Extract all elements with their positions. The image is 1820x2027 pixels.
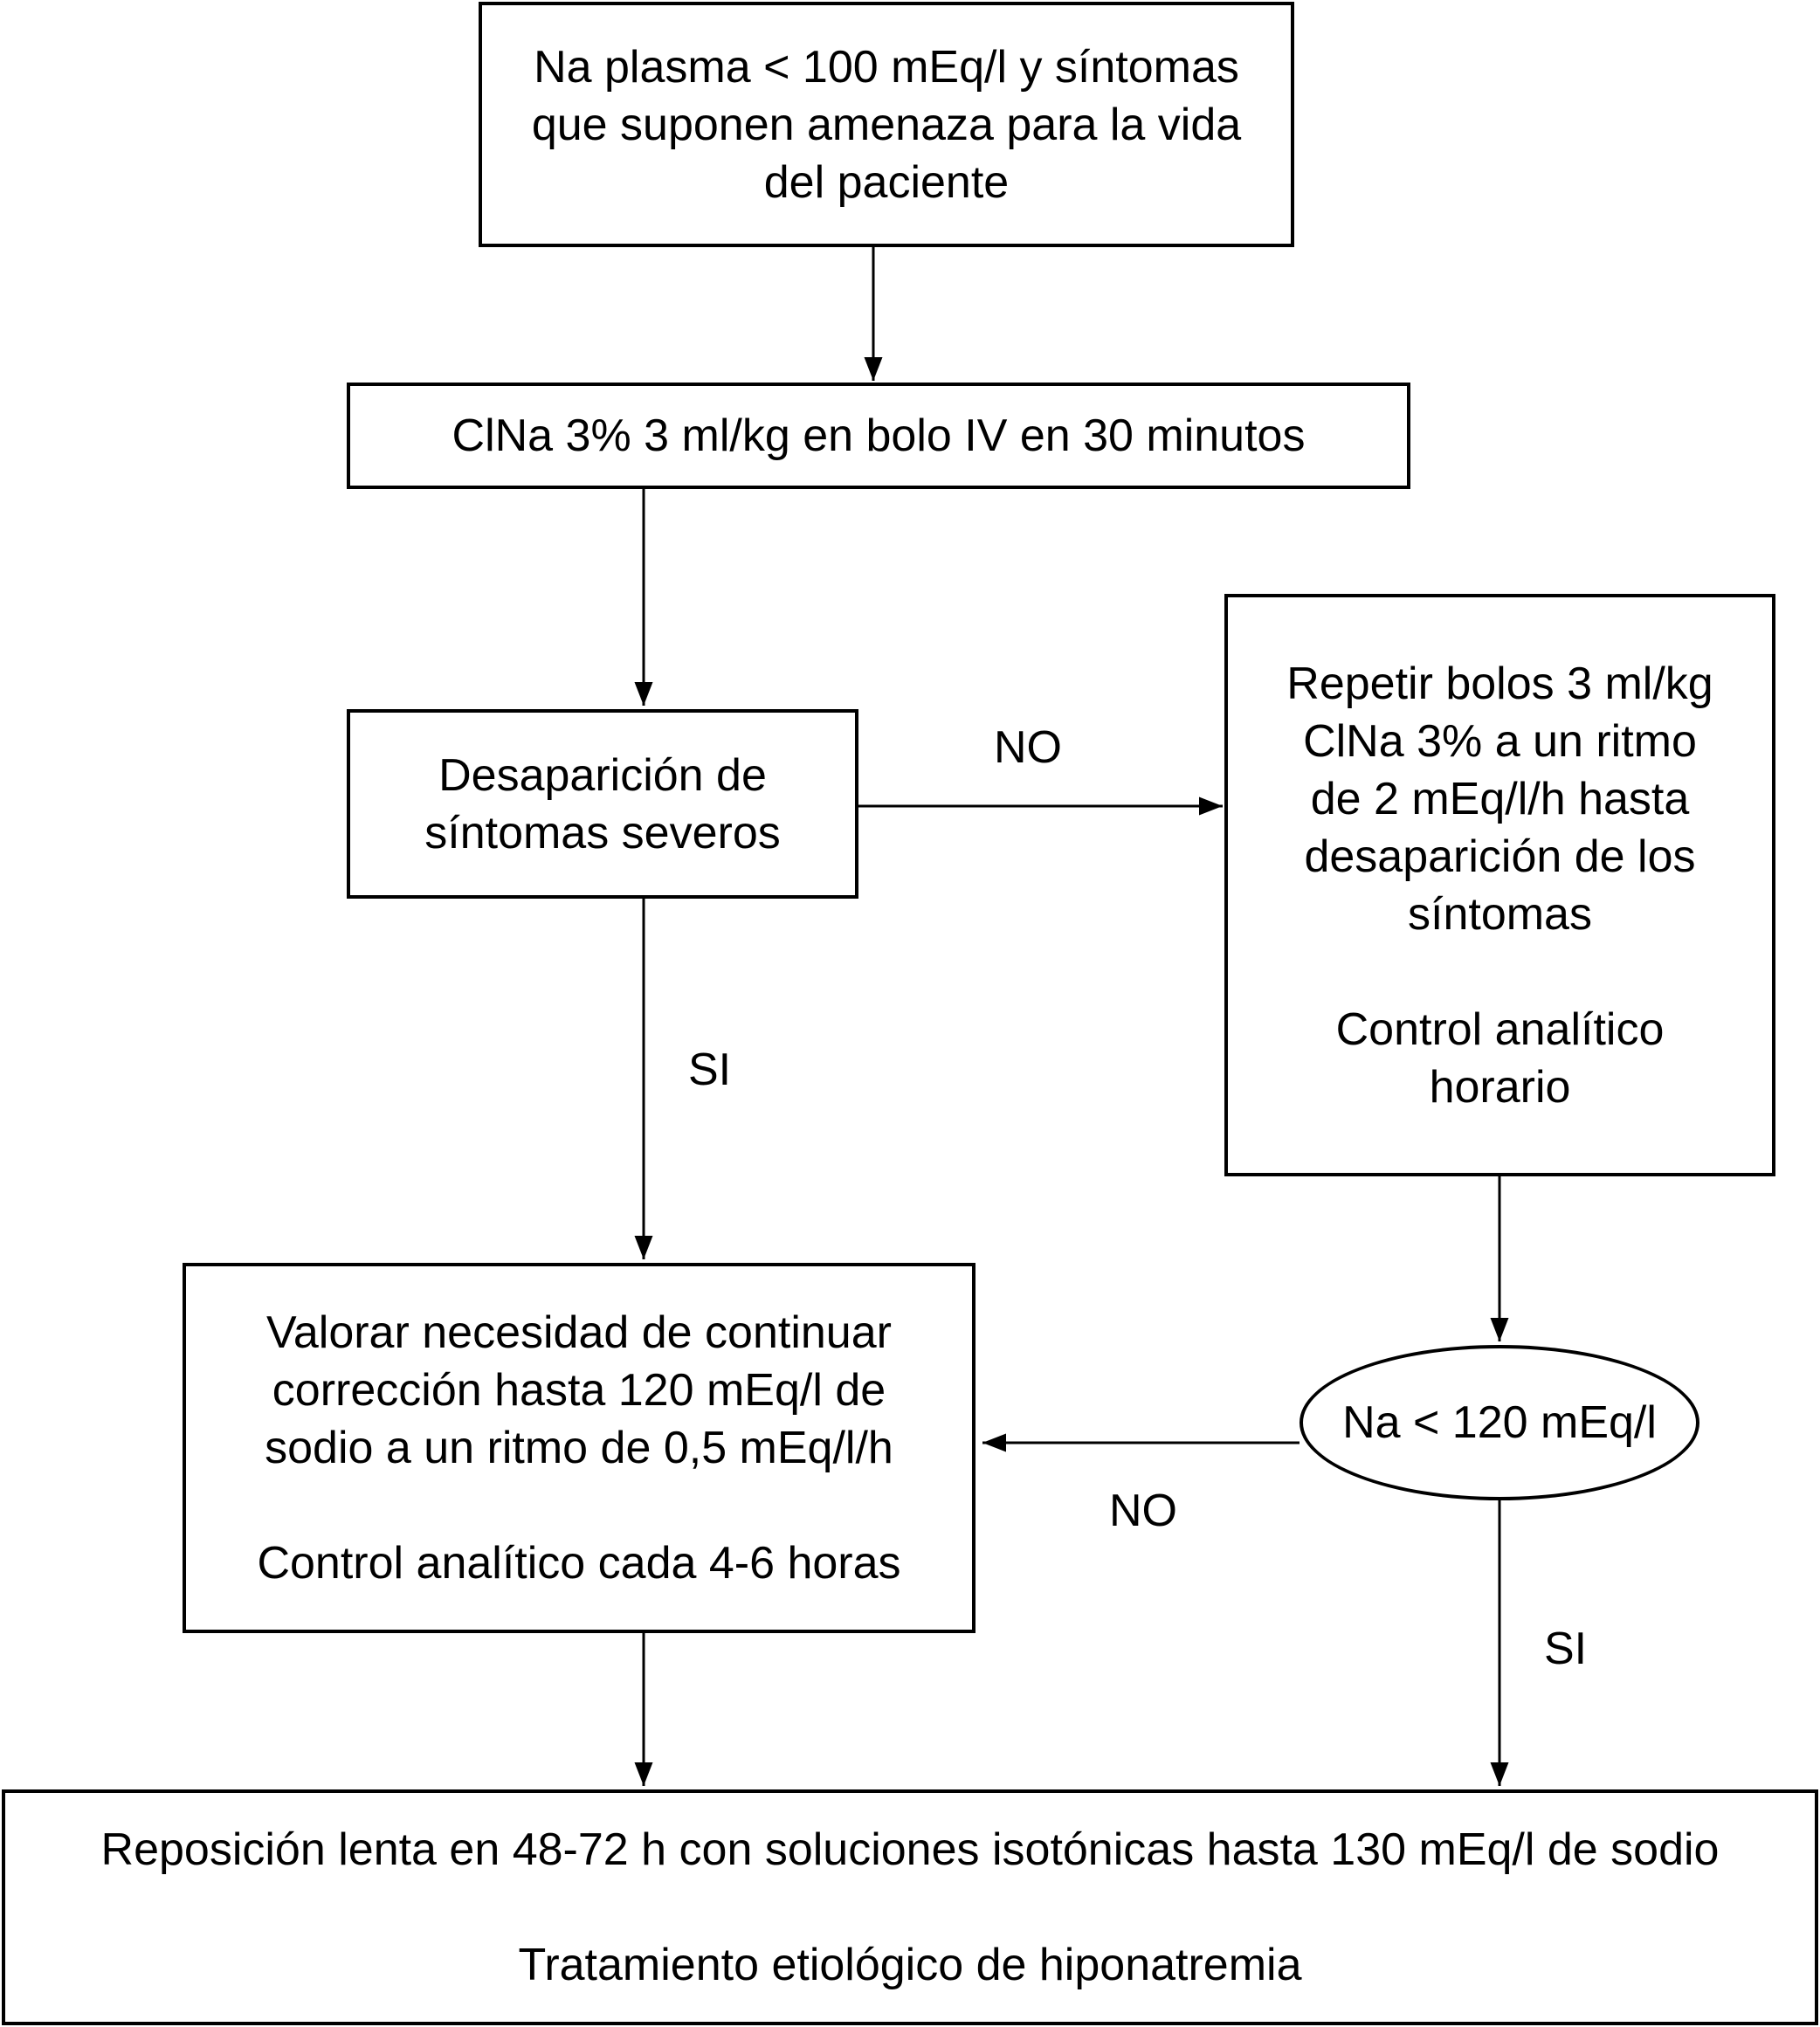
assess-line: sodio a un ritmo de 0,5 mEq/l/h — [265, 1423, 893, 1473]
repeat-line: Repetir bolos 3 ml/kg — [1286, 658, 1713, 709]
start-line: que suponen amenaza para la vida — [531, 99, 1242, 150]
check-symptoms-line: Desaparición de — [438, 749, 767, 801]
assess-line: Valorar necesidad de continuar — [266, 1307, 892, 1358]
final-line: Reposición lenta en 48-72 h con solucion… — [100, 1824, 1720, 1875]
edge-label-symptoms-si: SI — [688, 1045, 732, 1095]
na-check-node: Na < 120 mEq/l — [1300, 1345, 1699, 1500]
assess-control-line: Control analítico cada 4-6 horas — [257, 1538, 901, 1589]
repeat-line: de 2 mEq/l/h hasta — [1310, 773, 1690, 824]
bolus-node: ClNa 3% 3 ml/kg en bolo IV en 30 minutos — [347, 383, 1410, 489]
check-symptoms-line: síntomas severos — [424, 807, 781, 858]
start-line: del paciente — [763, 156, 1010, 208]
start-node: Na plasma < 100 mEq/l y síntomas que sup… — [479, 2, 1294, 247]
na-check-line: Na < 120 mEq/l — [1342, 1397, 1657, 1448]
repeat-line: síntomas — [1408, 888, 1592, 940]
final-line: Tratamiento etiológico de hiponatremia — [518, 1940, 1302, 1990]
final-node: Reposición lenta en 48-72 h con solucion… — [2, 1789, 1818, 2025]
repeat-control-line: Control analítico — [1335, 1003, 1665, 1055]
edge-label-na-si: SI — [1544, 1624, 1588, 1674]
start-line: Na plasma < 100 mEq/l y síntomas — [534, 41, 1239, 93]
repeat-line: ClNa 3% a un ritmo — [1303, 715, 1697, 767]
edge-label-na-no: NO — [1109, 1486, 1177, 1536]
repeat-bolus-node: Repetir bolos 3 ml/kg ClNa 3% a un ritmo… — [1224, 594, 1775, 1176]
assess-line: corrección hasta 120 mEq/l de — [272, 1365, 886, 1416]
bolus-line: ClNa 3% 3 ml/kg en bolo IV en 30 minutos — [452, 410, 1306, 461]
repeat-control-line: horario — [1429, 1061, 1571, 1113]
repeat-line: desaparición de los — [1304, 831, 1696, 882]
edge-label-symptoms-no: NO — [994, 722, 1062, 773]
check-symptoms-node: Desaparición de síntomas severos — [347, 709, 858, 899]
assess-node: Valorar necesidad de continuar correcció… — [183, 1263, 975, 1633]
